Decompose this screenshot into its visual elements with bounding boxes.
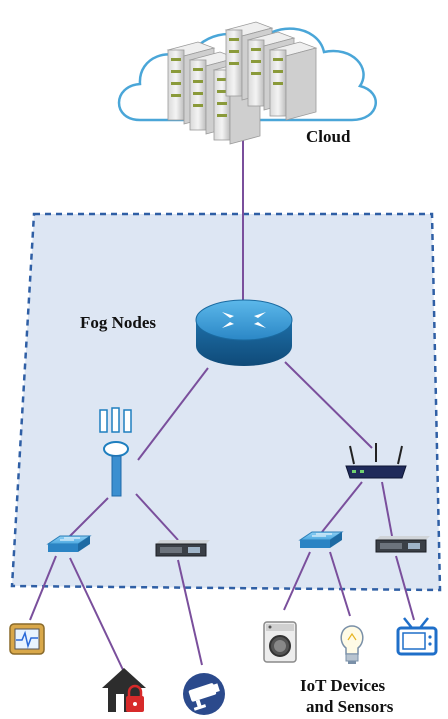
network-appliance-icon — [155, 540, 210, 557]
network-switch-icon — [298, 531, 344, 548]
link-switch1-monitor — [29, 555, 57, 621]
link-appl1-camera — [177, 559, 203, 666]
fog-nodes-label: Fog Nodes — [80, 313, 156, 332]
network-appliance-icon — [375, 536, 430, 553]
link-tower-appliance1 — [135, 493, 179, 541]
heart-monitor-icon — [9, 623, 45, 655]
light-bulb-icon — [340, 625, 364, 664]
router-icon — [195, 299, 293, 366]
network-switch-icon — [46, 535, 92, 552]
iot-label-line1: IoT Devices — [300, 676, 386, 695]
wireless-router-icon — [345, 443, 407, 479]
smart-home-lock-icon — [102, 668, 146, 712]
security-camera-icon — [183, 673, 225, 715]
link-wifi-switch2 — [321, 481, 363, 533]
link-wifi-appliance2 — [381, 481, 393, 537]
washing-machine-icon — [263, 621, 297, 663]
link-switch2-washer — [283, 551, 311, 611]
link-fog-tower — [137, 367, 209, 461]
iot-label-line2: and Sensors — [306, 697, 394, 716]
link-switch2-bulb — [329, 551, 351, 617]
cloud-label: Cloud — [306, 127, 351, 146]
tv-icon — [396, 617, 438, 656]
network-links — [29, 128, 415, 673]
link-appl2-tv — [395, 555, 415, 621]
link-fog-wifi — [284, 361, 373, 449]
link-switch1-home — [69, 557, 125, 673]
cell-tower-icon — [99, 407, 132, 497]
fog-region — [10, 212, 442, 592]
link-tower-switch1 — [65, 497, 109, 541]
server-rack-icon — [166, 21, 318, 145]
